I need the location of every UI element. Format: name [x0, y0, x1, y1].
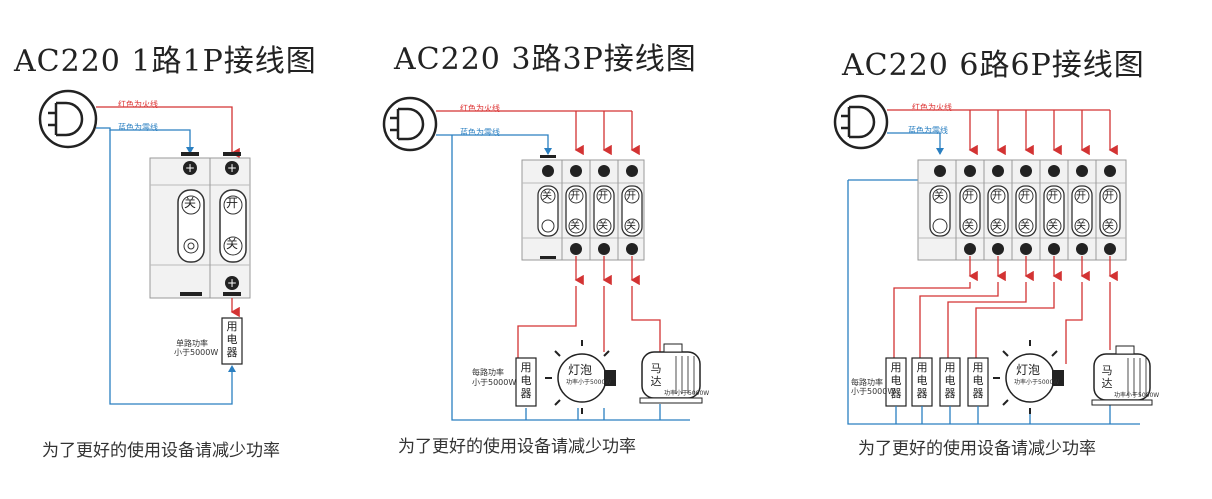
bulb-icon-2: [545, 340, 616, 414]
panel-3-off-label: 关: [934, 191, 944, 202]
panel-2-off-label-2: 关: [598, 221, 608, 232]
neutral-wire-2: [436, 134, 549, 154]
breaker-6p: [917, 159, 1127, 261]
panel-1-power-note-1: 单路功率: [176, 339, 208, 348]
panel-3-device-label: 用电器: [944, 361, 956, 400]
plug-icon-3: [833, 94, 889, 150]
panel-3-off-label: 关: [992, 221, 1002, 232]
panel-3-device-label: 用电器: [972, 361, 984, 400]
panel-1-neutral-label: 蓝色为零线: [118, 123, 158, 132]
panel-1-live-label: 红色为火线: [118, 100, 158, 109]
panel-3-on-label: 开: [992, 191, 1002, 202]
panel-2-neutral-label: 蓝色为零线: [460, 128, 500, 137]
panel-1-device-label: 用电器: [226, 320, 238, 359]
panel-3-on-label: 开: [964, 191, 974, 202]
svg-text:+: +: [227, 161, 237, 175]
panel-3-neutral-label: 蓝色为零线: [908, 126, 948, 135]
panel-3-caption: 为了更好的使用设备请减少功率: [858, 439, 1096, 459]
svg-text:+: +: [227, 276, 237, 290]
panel-2-device-label: 用电器: [520, 361, 532, 400]
live-wire-1: [96, 106, 240, 159]
panel-2-motor-note: 功率小于5000W: [664, 390, 710, 397]
panel-3-off-label: 关: [1020, 221, 1030, 232]
device-box-1: [221, 317, 243, 365]
panel-3-power-note-1: 每路功率: [851, 378, 883, 387]
panel-2-motor-label: 马达: [650, 362, 662, 388]
panel-2-off-label: 关: [542, 191, 552, 202]
panel-2-off-label-3: 关: [626, 221, 636, 232]
panel-2-diagram: [382, 96, 703, 421]
panel-3-diagram: [833, 94, 1153, 425]
panel-1-title: AC220 1路1P接线图: [14, 44, 317, 79]
panel-3-off-label: 关: [964, 221, 974, 232]
bulb-icon-3: [993, 340, 1064, 414]
panel-2-bulb-note: 功率小于5000W: [566, 379, 612, 386]
panel-2-on-label-3: 开: [626, 191, 636, 202]
panel-3-title: AC220 6路6P接线图: [842, 48, 1145, 83]
motor-icon-2: [639, 343, 703, 404]
panel-3-on-label: 开: [1048, 191, 1058, 202]
panel-1-diagram: + + +: [38, 89, 251, 405]
panel-1-on-label: 开: [226, 196, 239, 210]
panel-2-power-note-2: 小于5000W: [472, 378, 517, 387]
panel-3-on-label: 开: [1020, 191, 1030, 202]
panel-2-off-label-1: 关: [570, 221, 580, 232]
panel-3-on-label: 开: [1104, 191, 1114, 202]
panel-3-off-label: 关: [1104, 221, 1114, 232]
panel-3-off-label: 关: [1076, 221, 1086, 232]
panel-1-off-label: 关: [184, 196, 197, 210]
panel-1-caption: 为了更好的使用设备请减少功率: [42, 441, 280, 461]
panel-3-live-label: 红色为火线: [912, 103, 952, 112]
neutral-wire-3: [887, 132, 941, 154]
panel-3-bulb-note: 功率小于5000W: [1014, 379, 1060, 386]
panel-2-bulb-label: 灯泡: [568, 363, 593, 377]
plug-icon-1: [38, 89, 98, 149]
panel-2-on-label-1: 开: [570, 191, 580, 202]
panel-3-motor-note: 功率小于5000W: [1114, 392, 1160, 399]
device-box-2: [515, 357, 537, 407]
panel-2-on-label-2: 开: [598, 191, 608, 202]
breaker-1p: + + +: [149, 152, 251, 299]
panel-3-device-label: 用电器: [916, 361, 928, 400]
motor-icon-3: [1091, 345, 1153, 406]
panel-3-device-label: 用电器: [890, 361, 902, 400]
panel-3-on-label: 开: [1076, 191, 1086, 202]
breaker-3p: [521, 155, 645, 261]
panel-3-bulb-label: 灯泡: [1016, 363, 1041, 377]
plug-icon-2: [382, 96, 438, 152]
panel-2-live-label: 红色为火线: [460, 104, 500, 113]
panel-1-off-label-2: 关: [226, 237, 239, 251]
panel-2-caption: 为了更好的使用设备请减少功率: [398, 437, 636, 457]
panel-3-power-note-2: 小于5000W: [851, 387, 896, 396]
panel-3-motor-label: 马达: [1101, 364, 1113, 390]
panel-2-power-note-1: 每路功率: [472, 368, 504, 377]
panel-2-title: AC220 3路3P接线图: [394, 42, 697, 77]
panel-3-off-label: 关: [1048, 221, 1058, 232]
svg-text:+: +: [185, 161, 195, 175]
panel-1-power-note-2: 小于5000W: [174, 348, 219, 357]
